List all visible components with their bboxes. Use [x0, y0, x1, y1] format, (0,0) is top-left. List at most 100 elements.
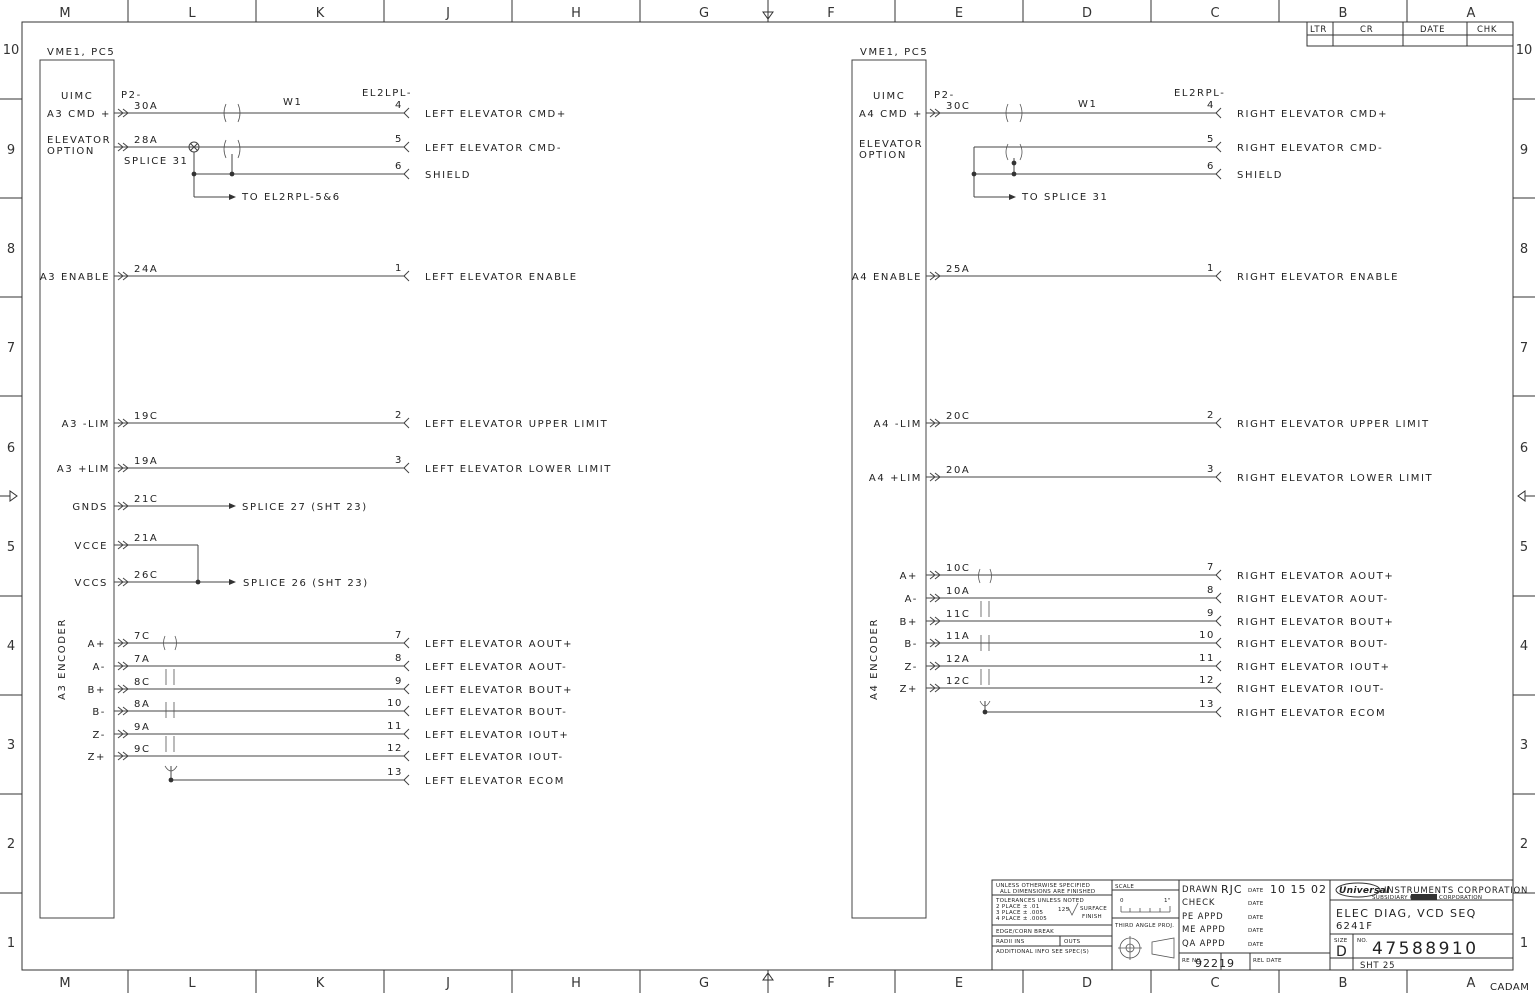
plug-pin-number: 12 [387, 743, 403, 754]
plug-pin-number: 12 [1199, 675, 1215, 686]
plug-connector-icon [403, 168, 410, 180]
signal-description: RIGHT ELEVATOR AOUT- [1237, 594, 1389, 605]
tb-additional: ADDITIONAL INFO SEE SPEC(S) [996, 949, 1089, 955]
tb-scale-zero: 0 [1120, 898, 1124, 904]
svg-text:Universal: Universal [1339, 886, 1390, 896]
pin-number: 9A [134, 722, 150, 733]
plug-connector-icon [1215, 615, 1222, 627]
plug-connector-icon [1215, 660, 1222, 672]
tb-outs: OUTS [1064, 939, 1081, 945]
revision-block: LTR CR DATE CHK [1306, 21, 1514, 47]
col-label-top: D [1082, 6, 1092, 21]
row-label-left: 3 [7, 738, 15, 753]
pin-connector-icon [929, 661, 941, 671]
plug-pin-number: 10 [1199, 630, 1215, 641]
tb-pe: PE APPD [1182, 912, 1223, 922]
tb-sheet: SHT 25 [1360, 961, 1395, 971]
plug-pin-number: 13 [387, 767, 403, 778]
right-section: VME1, PC5 UIMC A4 CMD + ELEVATOR OPTION … [851, 47, 1224, 919]
plug-pin-number: 8 [395, 653, 403, 664]
row-label-right: 8 [1520, 242, 1528, 257]
signal-description: RIGHT ELEVATOR CMD+ [1237, 109, 1388, 120]
pin-number: 11C [946, 609, 971, 620]
col-label-top: A [1467, 6, 1476, 21]
tb-qa: QA APPD [1182, 939, 1225, 949]
signal-description: RIGHT ELEVATOR IOUT- [1237, 684, 1385, 695]
plug-pin-number: 5 [1207, 134, 1215, 145]
col-label-bottom: C [1210, 976, 1219, 991]
signal-description: LEFT ELEVATOR CMD+ [425, 109, 567, 120]
pin-number: 20A [946, 465, 970, 476]
tb-scale: SCALE [1115, 884, 1134, 890]
plug-connector-icon [1215, 107, 1222, 119]
pin-connector-icon [117, 751, 129, 761]
plug-pin-number: 13 [1199, 699, 1215, 710]
tb-unless: UNLESS OTHERWISE SPECIFIED [996, 883, 1090, 889]
signal-description: LEFT ELEVATOR BOUT+ [425, 685, 573, 696]
row-label-right: 10 [1516, 43, 1533, 58]
col-label-top: B [1339, 6, 1348, 21]
pin-connector-icon [117, 463, 129, 473]
tb-tolerances: 3 PLACE ± .005 [996, 910, 1043, 916]
tb-tolerances: TOLERANCES UNLESS NOTED [995, 898, 1084, 904]
tb-rel-date: REL DATE [1253, 958, 1282, 964]
rev-ltr: LTR [1310, 25, 1327, 35]
tb-surface: SURFACE [1080, 906, 1107, 912]
pin-connector-icon [117, 418, 129, 428]
tb-title-2: 6241F [1336, 921, 1373, 932]
pin-connector-icon [117, 577, 129, 587]
plug-connector-icon [403, 774, 410, 786]
pin-connector-icon [117, 501, 129, 511]
plug-pin-number: 4 [395, 100, 403, 111]
plug-connector-icon [403, 637, 410, 649]
tb-company: INSTRUMENTS CORPORATION [1384, 886, 1528, 896]
plug-connector-icon [1215, 168, 1222, 180]
junction-dot-icon [191, 171, 197, 177]
row-label-left: 2 [7, 837, 15, 852]
arrow-icon [229, 194, 236, 200]
signal-label: A3 ENABLE [40, 272, 110, 283]
left-uimc-label: UIMC [61, 91, 93, 102]
tb-date: DATE [1248, 915, 1264, 921]
tb-drawn: DRAWN [1182, 885, 1218, 895]
col-label-top: C [1210, 6, 1219, 21]
tb-re-no: 92219 [1195, 957, 1235, 970]
tb-no-label: NO. [1357, 938, 1368, 944]
pin-number: 12C [946, 676, 971, 687]
signal-label: A3 +LIM [57, 464, 110, 475]
signal-label: A4 +LIM [869, 473, 922, 484]
row-label-right: 9 [1520, 143, 1528, 158]
col-label-bottom: M [59, 976, 70, 991]
arrow-icon [229, 579, 236, 585]
right-cmd-label: A4 CMD + [859, 109, 923, 120]
pin-connector-icon [929, 472, 941, 482]
pin-connector-icon [117, 706, 129, 716]
pin-number: 26C [134, 570, 159, 581]
plug-pin-number: 8 [1207, 585, 1215, 596]
plug-connector-icon [403, 683, 410, 695]
signal-label: A4 ENABLE [852, 272, 922, 283]
center-arrow-bottom-icon [762, 972, 774, 981]
plug-connector-icon [403, 270, 410, 282]
rev-date: DATE [1420, 25, 1445, 35]
tb-finish: FINISH [1082, 914, 1102, 920]
signal-label: B+ [900, 617, 918, 628]
signal-label: GNDS [72, 502, 108, 513]
tb-tolerances: 2 PLACE ± .01 [996, 904, 1040, 910]
row-label-right: 1 [1520, 936, 1528, 951]
signal-description: LEFT ELEVATOR CMD- [425, 143, 562, 154]
row-label-right: 5 [1520, 540, 1528, 555]
right-cable-label: W1 [1078, 99, 1097, 110]
pin-connector-icon [117, 661, 129, 671]
signal-description: RIGHT ELEVATOR ENABLE [1237, 272, 1399, 283]
company-logo: Universal [1335, 882, 1390, 898]
tb-dwg-no: 47588910 [1372, 939, 1479, 959]
col-label-bottom: H [571, 976, 581, 991]
col-label-bottom: F [827, 976, 834, 991]
plug-pin-number: 2 [395, 410, 403, 421]
pin-connector-icon [117, 142, 129, 152]
row-label-left: 7 [7, 341, 15, 356]
plug-connector-icon [1215, 471, 1222, 483]
tb-radii: RADII INS [996, 939, 1025, 945]
pin-connector-icon [117, 638, 129, 648]
